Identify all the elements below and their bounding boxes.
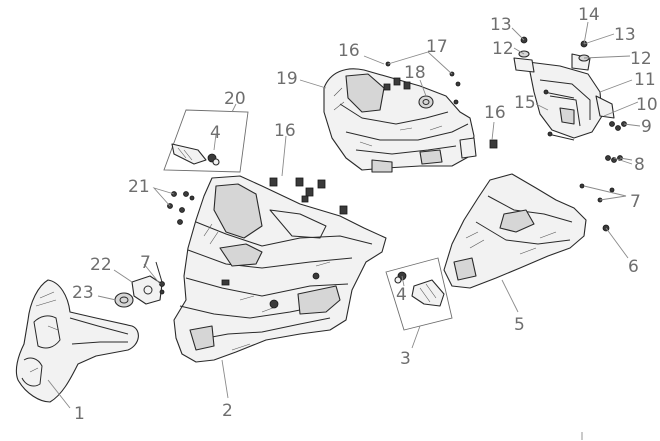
part-7-screws-right bbox=[579, 183, 615, 203]
part-5-panel bbox=[443, 173, 587, 289]
callout-15: 15 bbox=[514, 93, 536, 113]
part-20-left-indicator bbox=[163, 109, 249, 173]
callout-20: 20 bbox=[224, 89, 246, 109]
part-7-screw-left bbox=[155, 261, 165, 287]
callout-11: 11 bbox=[634, 70, 656, 90]
bracket-assembly bbox=[513, 53, 615, 139]
callout-23: 23 bbox=[72, 283, 94, 303]
callout-18: 18 bbox=[404, 63, 426, 83]
callout-5: 5 bbox=[514, 315, 525, 335]
part-21-screws bbox=[167, 191, 195, 225]
callout-1: 1 bbox=[74, 404, 85, 424]
part-18-grommet bbox=[418, 95, 434, 109]
callout-2: 2 bbox=[222, 401, 233, 421]
part-19-headlight bbox=[323, 68, 477, 173]
callout-3: 3 bbox=[400, 349, 411, 369]
part-23-grommet bbox=[114, 292, 134, 308]
cowl-clips bbox=[269, 177, 348, 215]
callout-labels: 1 2 3 4 4 5 6 7 7 8 9 10 11 12 12 13 13 … bbox=[72, 5, 658, 424]
part-8-9-10-fasteners bbox=[605, 121, 627, 163]
part-15-bolts bbox=[543, 89, 575, 141]
callout-21: 21 bbox=[128, 177, 150, 197]
callout-10: 10 bbox=[636, 95, 658, 115]
leader-lines bbox=[47, 21, 641, 409]
callout-4-right: 4 bbox=[396, 285, 407, 305]
part-1-front-beak bbox=[15, 279, 139, 403]
callout-8: 8 bbox=[634, 155, 645, 175]
callout-16-top: 16 bbox=[338, 41, 360, 61]
callout-7-left: 7 bbox=[140, 253, 151, 273]
callout-13-left: 13 bbox=[490, 15, 512, 35]
callout-7-right: 7 bbox=[630, 192, 641, 212]
callout-22: 22 bbox=[90, 255, 112, 275]
part-16-clips-right bbox=[489, 139, 498, 149]
part-13-nuts bbox=[520, 36, 588, 48]
callout-14: 14 bbox=[578, 5, 600, 25]
callout-12-right: 12 bbox=[630, 49, 652, 69]
callout-4-left: 4 bbox=[210, 123, 221, 143]
callout-17: 17 bbox=[426, 37, 448, 57]
callout-12-left: 12 bbox=[492, 39, 514, 59]
callout-9: 9 bbox=[641, 117, 652, 137]
part-2-front-cowl bbox=[173, 175, 387, 363]
callout-19: 19 bbox=[276, 69, 298, 89]
callout-16-right: 16 bbox=[484, 103, 506, 123]
part-22-bracket bbox=[131, 275, 165, 305]
callout-13-right: 13 bbox=[614, 25, 636, 45]
callout-6: 6 bbox=[628, 257, 639, 277]
callout-16-mid: 16 bbox=[274, 121, 296, 141]
